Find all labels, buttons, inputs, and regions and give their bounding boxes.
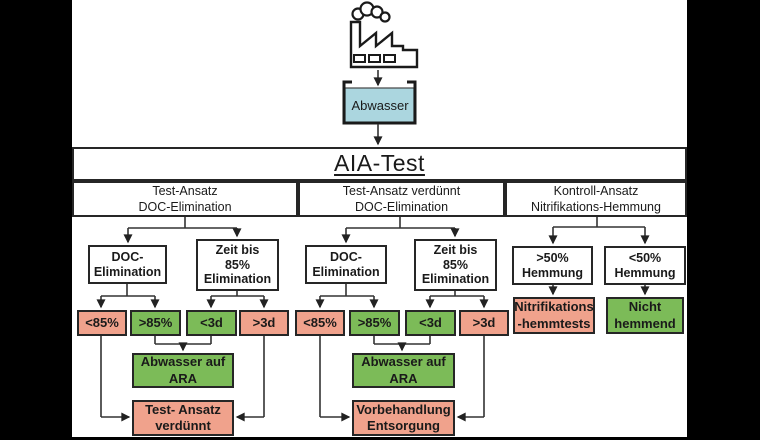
header-test-ansatz: Test-Ansatz DOC-Elimination: [72, 181, 298, 217]
outcome-gt85-1: >85%: [130, 310, 181, 336]
aia-test-title: AIA-Test: [334, 150, 425, 177]
header-kontroll-ansatz: Kontroll-Ansatz Nitrifikations-Hemmung: [505, 181, 687, 217]
outcome-gt3d-2: >3d: [459, 310, 509, 336]
result-nicht-hemmend: Nicht hemmend: [606, 297, 684, 334]
result-vorbehandlung-entsorgung: Vorbehandlung Entsorgung: [352, 400, 455, 436]
decision-under-50-hemmung: <50% Hemmung: [604, 246, 686, 285]
outcome-lt3d-2: <3d: [405, 310, 456, 336]
outcome-lt85-2: <85%: [295, 310, 345, 336]
result-test-ansatz-verduennt: Test- Ansatz verdünnt: [132, 400, 234, 436]
outcome-gt85-2: >85%: [349, 310, 400, 336]
decision-zeit-bis-85-2: Zeit bis 85% Elimination: [414, 239, 497, 291]
decision-doc-elimination-1: DOC- Elimination: [88, 245, 167, 284]
decision-over-50-hemmung: >50% Hemmung: [512, 246, 593, 285]
wastewater-tank-icon: [342, 80, 417, 125]
header-test-ansatz-verduennt: Test-Ansatz verdünnt DOC-Elimination: [298, 181, 505, 217]
decision-zeit-bis-85-1: Zeit bis 85% Elimination: [196, 239, 279, 291]
outcome-gt3d-1: >3d: [239, 310, 289, 336]
aia-test-title-box: AIA-Test: [72, 147, 687, 181]
decision-doc-elimination-2: DOC- Elimination: [305, 245, 387, 284]
outcome-lt3d-1: <3d: [186, 310, 237, 336]
factory-icon: [349, 1, 419, 69]
result-nitrifikations-hemmtests: Nitrifikations -hemmtests: [513, 297, 595, 334]
result-abwasser-ara-1: Abwasser auf ARA: [132, 353, 234, 388]
result-abwasser-ara-2: Abwasser auf ARA: [352, 353, 455, 388]
wastewater-label: Abwasser: [351, 98, 409, 113]
outcome-lt85-1: <85%: [77, 310, 127, 336]
